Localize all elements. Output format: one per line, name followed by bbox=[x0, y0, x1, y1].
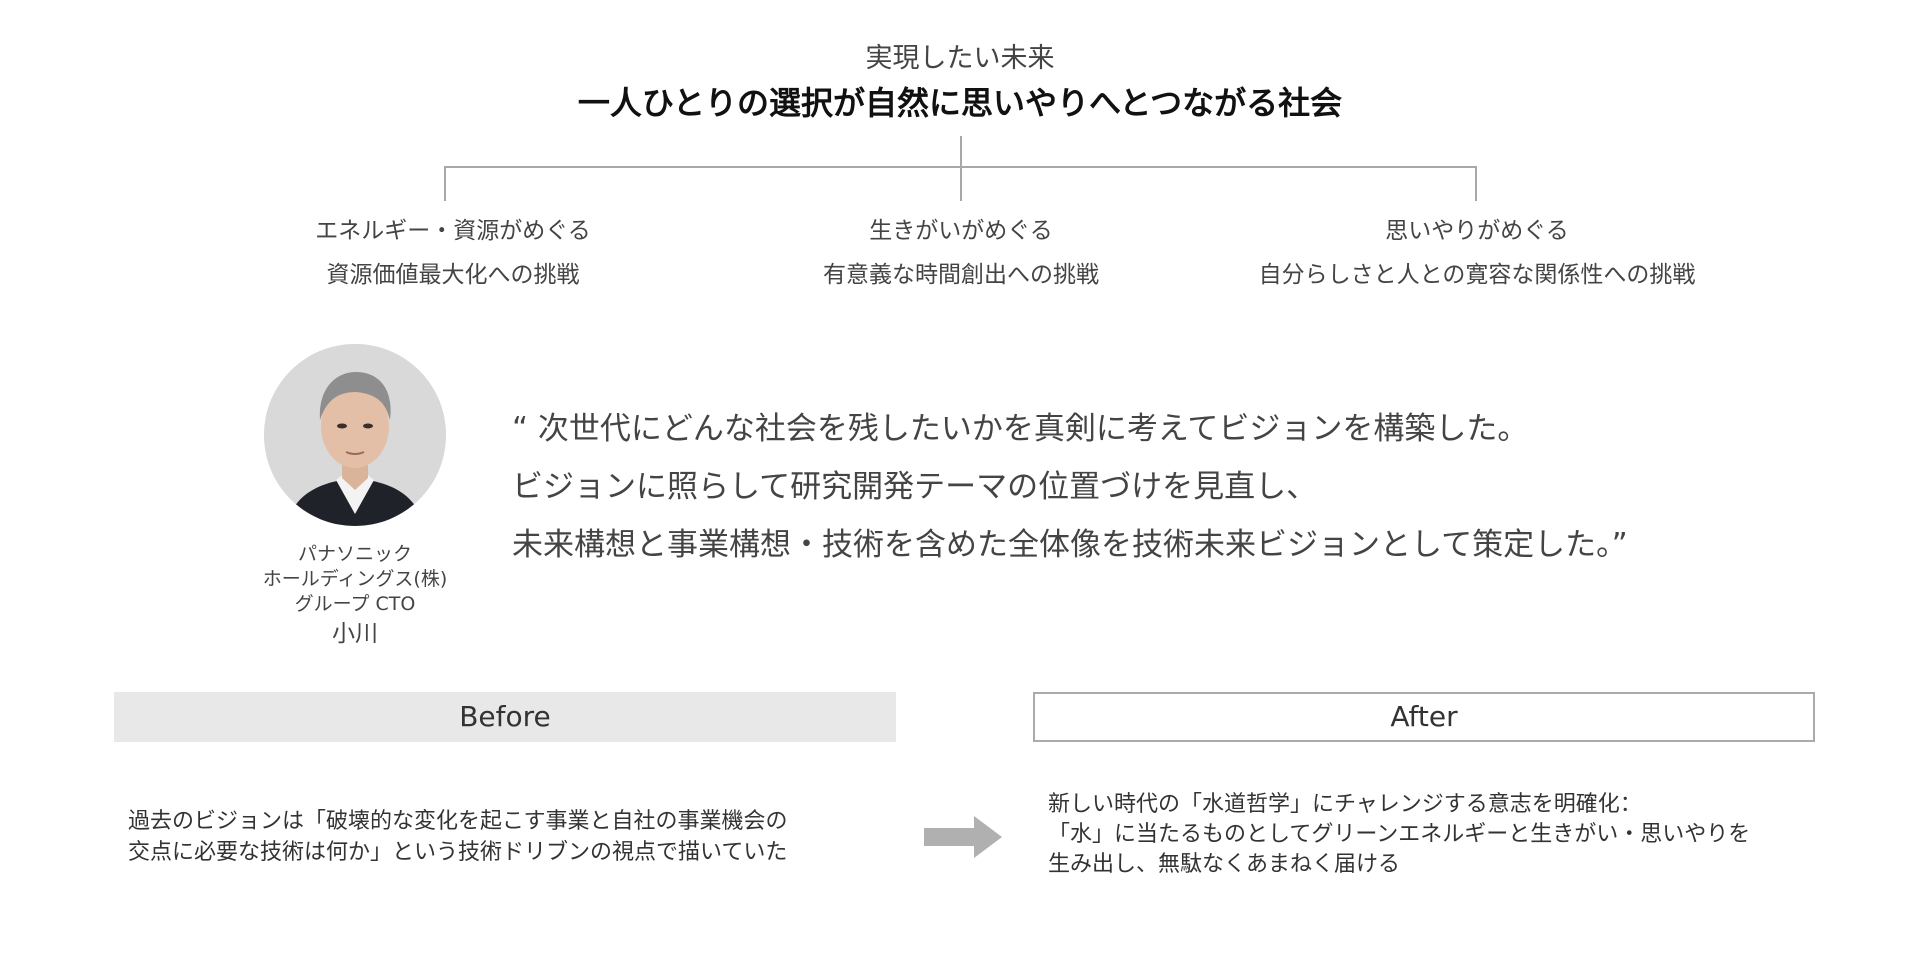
right-arrow-icon bbox=[924, 816, 1002, 862]
pillar-energy: エネルギー・資源がめぐる 資源価値最大化への挑戦 bbox=[173, 214, 733, 292]
quote-line: 未来構想と事業構想・技術を含めた全体像を技術未来ビジョンとして策定した。” bbox=[512, 527, 1628, 563]
connector-stem bbox=[960, 136, 962, 201]
before-label: Before bbox=[114, 692, 896, 742]
connector-right-drop bbox=[1475, 166, 1477, 201]
person-role: グループ CTO bbox=[294, 593, 416, 615]
pillar-description: 資源価値最大化への挑戦 bbox=[326, 262, 580, 288]
connector-left-drop bbox=[444, 166, 446, 201]
before-text-line: 過去のビジョンは「破壊的な変化を起こす事業と自社の事業機会の bbox=[128, 809, 788, 834]
person-caption: パナソニック ホールディングス(株) グループ CTO 小川 bbox=[240, 542, 470, 651]
pillar-description: 自分らしさと人との寛容な関係性への挑戦 bbox=[1258, 262, 1696, 288]
before-text-line: 交点に必要な技術は何か」という技術ドリブンの視点で描いていた bbox=[128, 840, 788, 865]
after-description: 新しい時代の「水道哲学」にチャレンジする意志を明確化： 「水」に当たるものとして… bbox=[1048, 790, 1750, 880]
pillar-title: エネルギー・資源がめぐる bbox=[315, 218, 591, 244]
quote-line: ビジョンに照らして研究開発テーマの位置づけを見直し、 bbox=[512, 469, 1318, 505]
quote-line: “ 次世代にどんな社会を残したいかを真剣に考えてビジョンを構築した。 bbox=[512, 411, 1529, 447]
before-description: 過去のビジョンは「破壊的な変化を起こす事業と自社の事業機会の 交点に必要な技術は… bbox=[128, 806, 788, 868]
pillar-title: 生きがいがめぐる bbox=[869, 218, 1053, 244]
pillar-compassion: 思いやりがめぐる 自分らしさと人との寛容な関係性への挑戦 bbox=[1197, 214, 1757, 292]
after-text-line: 生み出し、無駄なくあまねく届ける bbox=[1048, 852, 1401, 877]
avatar bbox=[264, 344, 446, 526]
after-text-line: 「水」に当たるものとしてグリーンエネルギーと生きがい・思いやりを bbox=[1048, 822, 1751, 847]
company-name-line2: ホールディングス(株) bbox=[262, 568, 448, 590]
person-portrait-icon bbox=[264, 344, 446, 526]
company-name-line1: パナソニック bbox=[297, 543, 412, 565]
main-heading: 一人ひとりの選択が自然に思いやりへとつながる社会 bbox=[577, 84, 1343, 122]
after-label: After bbox=[1033, 692, 1815, 742]
sub-heading: 実現したい未来 bbox=[865, 43, 1055, 74]
quote: “ 次世代にどんな社会を残したいかを真剣に考えてビジョンを構築した。 ビジョンに… bbox=[512, 400, 1628, 574]
connector-horizontal bbox=[444, 166, 1477, 168]
pillar-title: 思いやりがめぐる bbox=[1385, 218, 1569, 244]
person-name: 小川 bbox=[332, 621, 378, 647]
pillar-purpose: 生きがいがめぐる 有意義な時間創出への挑戦 bbox=[681, 214, 1241, 292]
after-text-line: 新しい時代の「水道哲学」にチャレンジする意志を明確化： bbox=[1048, 792, 1642, 817]
pillar-description: 有意義な時間創出への挑戦 bbox=[823, 262, 1099, 288]
